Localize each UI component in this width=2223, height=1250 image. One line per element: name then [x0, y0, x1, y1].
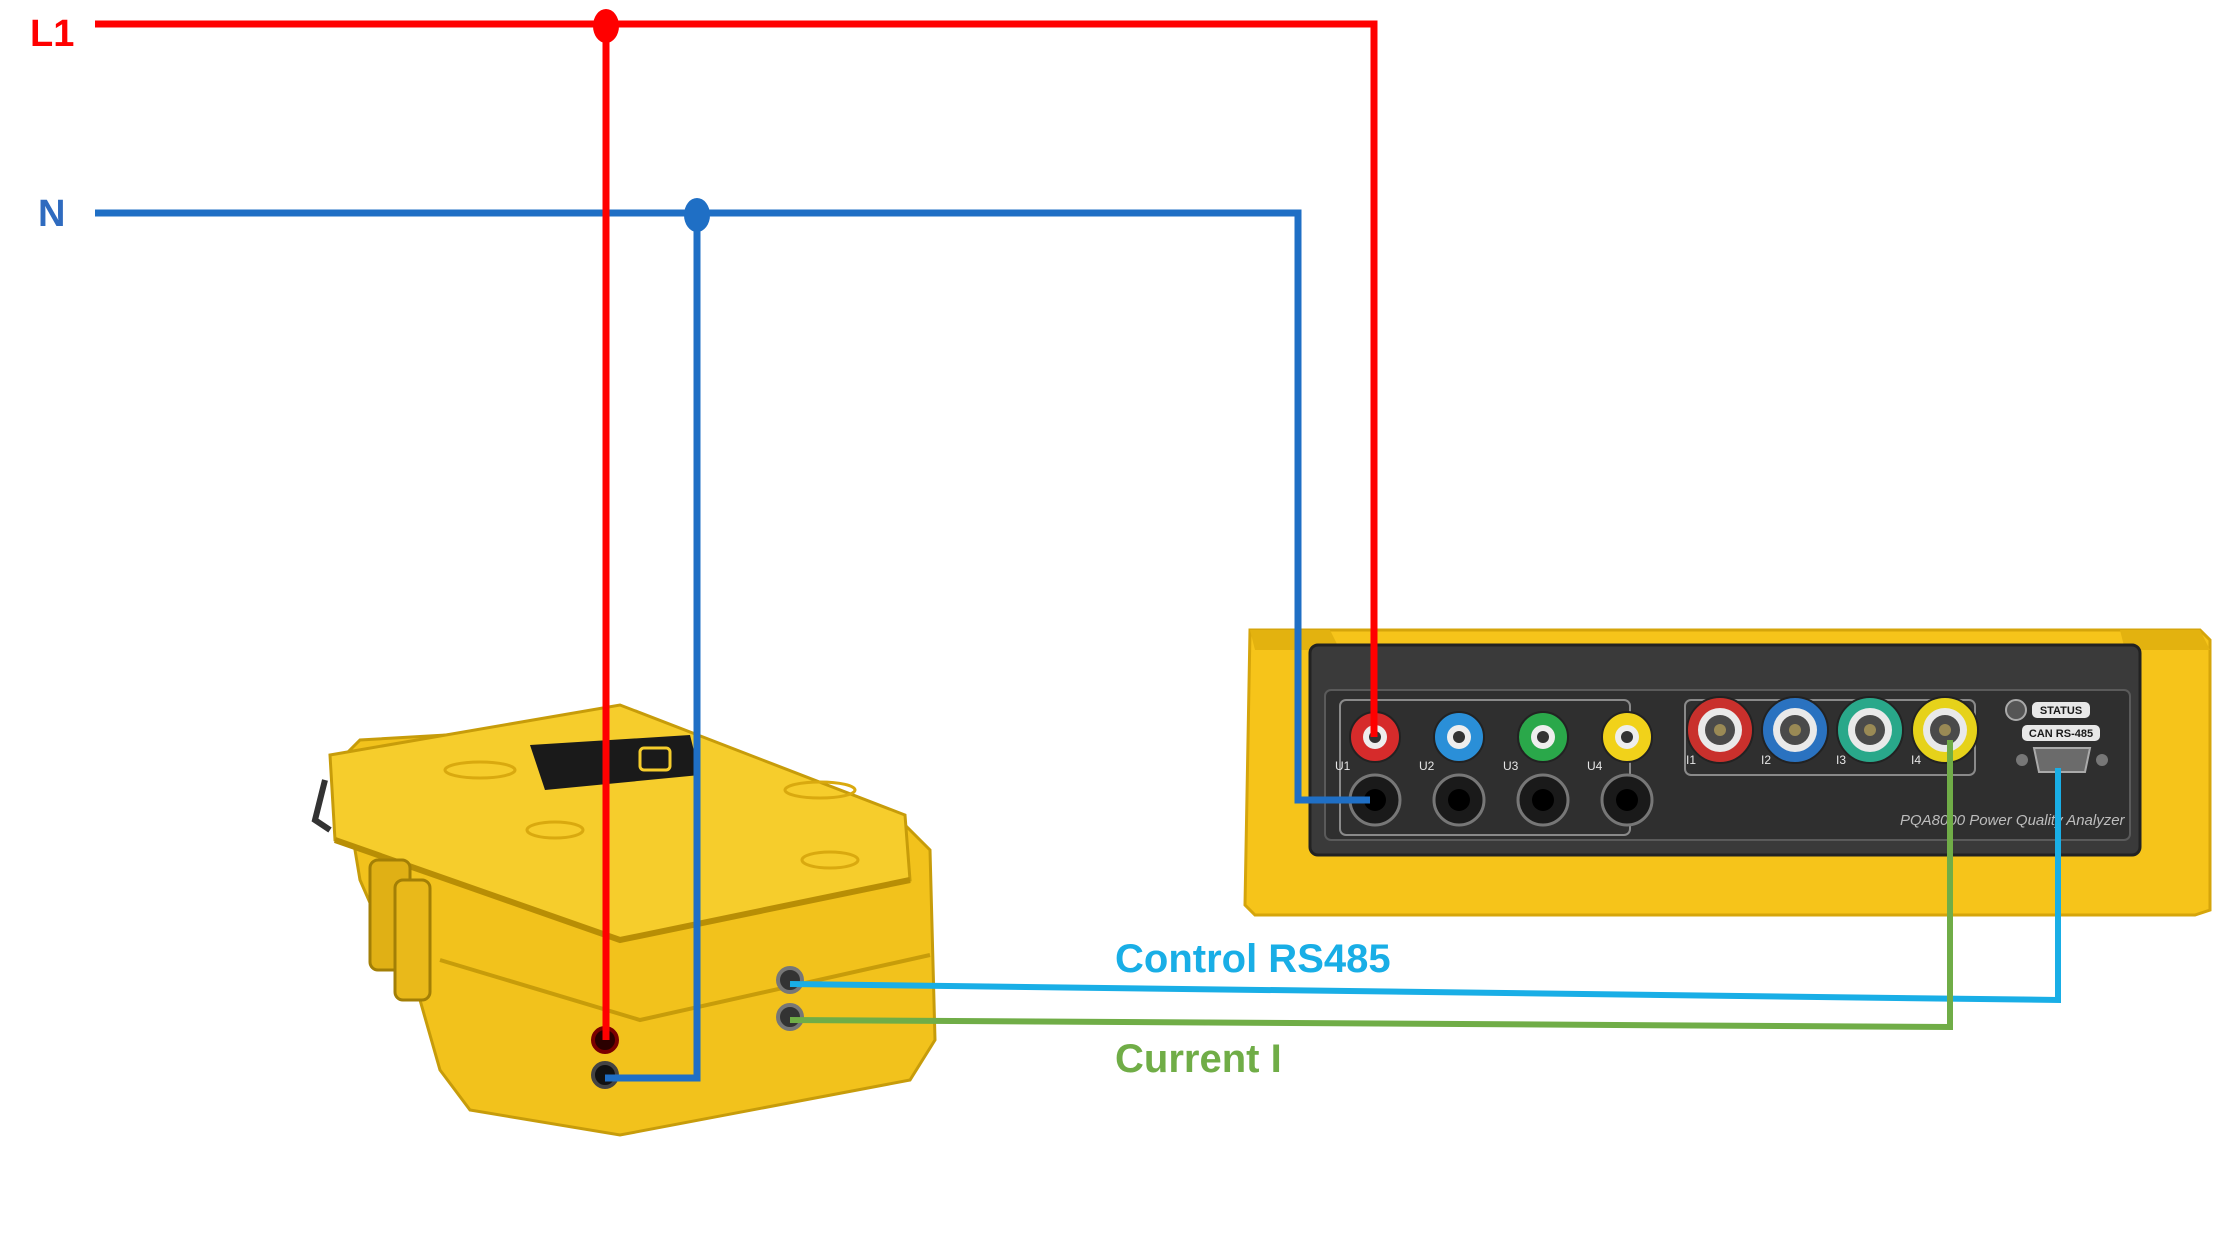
- status-label: STATUS: [2040, 705, 2082, 717]
- current-port-label: I4: [1911, 753, 1921, 767]
- portable-source-box: [311, 703, 937, 1137]
- source-socket-control[interactable]: [776, 966, 804, 994]
- control-rs485-label: Control RS485: [1115, 937, 1391, 981]
- voltage-port-label: U2: [1419, 759, 1435, 773]
- analyzer-model-text: PQA8000 Power Quality Analyzer: [1900, 812, 2126, 829]
- l1-wires: [95, 9, 1378, 1040]
- current-port-i1[interactable]: I1: [1686, 696, 1754, 767]
- n-junction-dot: [684, 198, 710, 232]
- n-mains-line: [95, 209, 1370, 804]
- l1-mains-line: [95, 20, 1378, 737]
- voltage-port-label: U3: [1503, 759, 1519, 773]
- voltage-port-u3[interactable]: U3: [1503, 711, 1570, 827]
- l1-label: L1: [30, 13, 74, 55]
- n-wires: [95, 198, 1370, 1082]
- voltage-port-label: U4: [1587, 759, 1603, 773]
- current-i-wire: [789, 740, 1953, 1031]
- voltage-port-u4[interactable]: U4: [1587, 711, 1654, 827]
- control-rs485-wire: [789, 768, 2061, 1004]
- db9-connector[interactable]: [2016, 747, 2108, 773]
- current-port-i2[interactable]: I2: [1761, 696, 1829, 767]
- current-port-i4[interactable]: I4: [1911, 696, 1979, 767]
- n-label: N: [38, 193, 65, 235]
- l1-junction-dot: [593, 9, 619, 43]
- current-i-label: Current I: [1115, 1037, 1282, 1081]
- n-to-source: [605, 213, 701, 1082]
- voltage-port-u2[interactable]: U2: [1419, 711, 1486, 827]
- status-led: [2005, 699, 2027, 721]
- current-port-label: I2: [1761, 753, 1771, 767]
- source-socket-current[interactable]: [776, 1003, 804, 1031]
- current-port-label: I1: [1686, 753, 1696, 767]
- voltage-port-label: U1: [1335, 759, 1351, 773]
- current-port-label: I3: [1836, 753, 1846, 767]
- current-port-i3[interactable]: I3: [1836, 696, 1904, 767]
- can-rs485-label: CAN RS-485: [2029, 728, 2093, 740]
- power-quality-analyzer: U1 U2 U3 U4 I1 I2 I3 I4 STATUS CAN RS-485 PQA8…: [1243, 628, 2212, 917]
